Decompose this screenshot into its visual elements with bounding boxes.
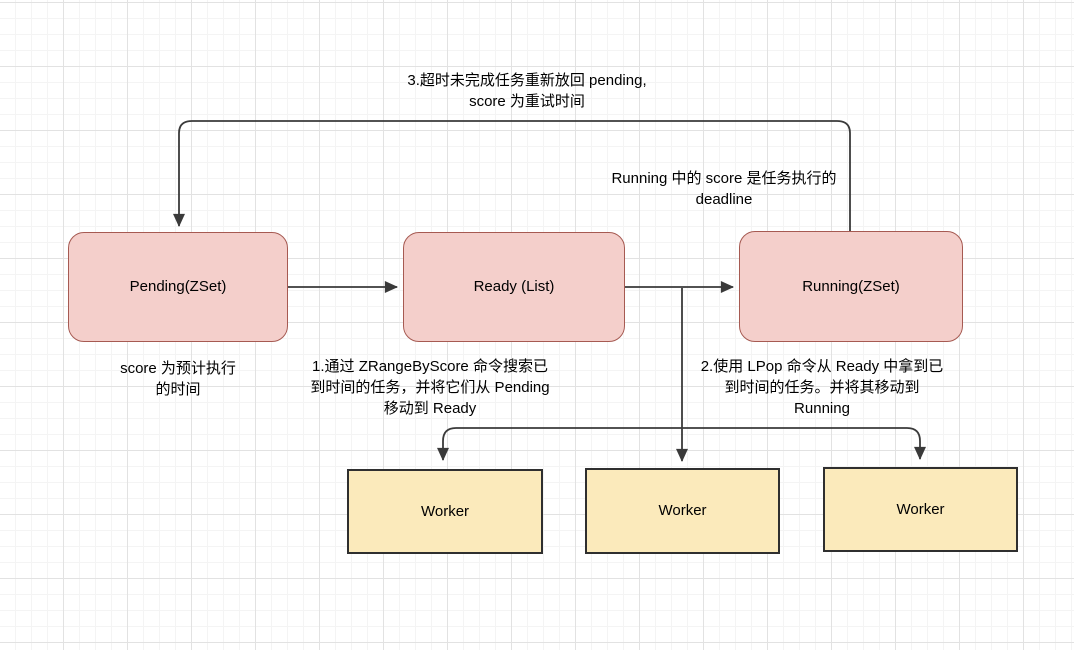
node-worker-1: Worker (347, 469, 543, 554)
node-ready-label: Ready (List) (473, 278, 555, 295)
node-worker-2: Worker (585, 468, 780, 554)
note-step1-zrangebyscore: 1.通过 ZRangeByScore 命令搜索已 到时间的任务，并将它们从 Pe… (280, 356, 580, 419)
note-pending-score-line1: score 为预计执行 (120, 360, 236, 377)
node-pending-zset: Pending(ZSet) (68, 232, 288, 342)
note-timeout-retry-line2: score 为重试时间 (469, 93, 585, 110)
node-worker-1-label: Worker (420, 502, 470, 520)
node-worker-2-label: Worker (658, 502, 707, 519)
note-running-score-line1: Running 中的 score 是任务执行的 (611, 170, 837, 187)
note-step2-lpop: 2.使用 LPop 命令从 Ready 中拿到已 到时间的任务。并将其移动到 R… (672, 356, 972, 419)
note-step1-line1: 1.通过 ZRangeByScore 命令搜索已 (312, 358, 548, 375)
note-step2-line3: Running (794, 400, 850, 417)
note-step1-line2: 到时间的任务，并将它们从 Pending (310, 379, 550, 396)
node-ready-list: Ready (List) (403, 232, 625, 342)
note-pending-score: score 为预计执行 的时间 (78, 358, 278, 400)
arrow-running-to-pending (173, 120, 851, 231)
note-step2-line2: 到时间的任务。并将其移动到 (724, 379, 920, 396)
node-running-zset: Running(ZSet) (739, 231, 963, 342)
note-timeout-retry-line1: 3.超时未完成任务重新放回 pending, (407, 72, 647, 89)
node-running-label: Running(ZSet) (802, 277, 900, 295)
note-running-score: Running 中的 score 是任务执行的 deadline (574, 168, 874, 210)
note-step1-line3: 移动到 Ready (383, 400, 477, 417)
note-step2-line1: 2.使用 LPop 命令从 Ready 中拿到已 (700, 358, 944, 375)
node-pending-label: Pending(ZSet) (129, 278, 227, 295)
node-worker-3-label: Worker (896, 500, 945, 518)
arrow-fork-to-workers (437, 427, 926, 462)
note-pending-score-line2: 的时间 (155, 381, 201, 398)
note-timeout-retry: 3.超时未完成任务重新放回 pending, score 为重试时间 (357, 70, 697, 112)
note-running-score-line2: deadline (695, 191, 753, 208)
node-worker-3: Worker (823, 467, 1018, 552)
